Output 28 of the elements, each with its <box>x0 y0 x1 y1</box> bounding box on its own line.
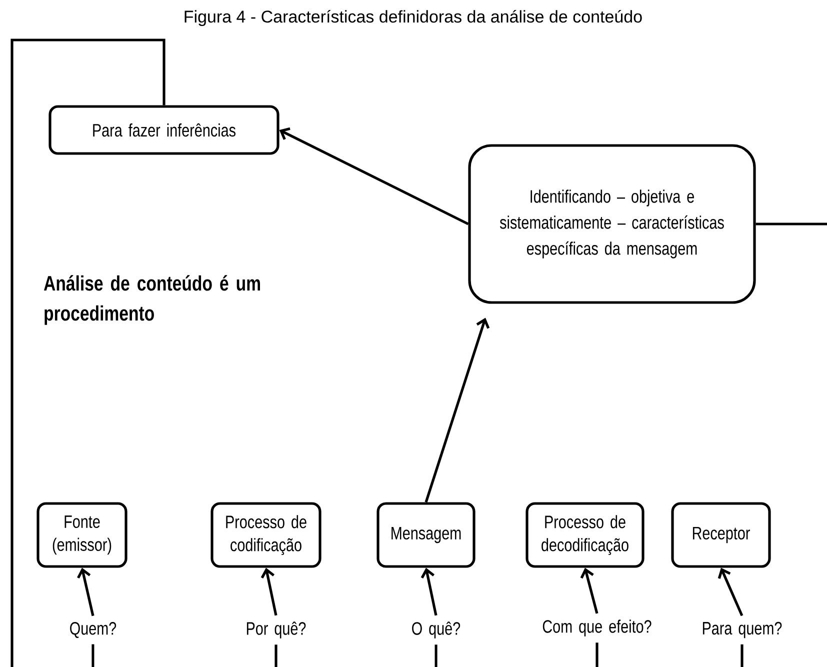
process-box: Mensagem <box>376 502 476 568</box>
question-label: Quem? <box>70 622 116 638</box>
connector-line <box>10 38 166 667</box>
process-box: Identificando – objetiva e sistematicamente – características específicas da mensagem <box>468 144 756 304</box>
section-heading: Análise de conteúdo é um procedimento <box>44 275 260 325</box>
question-label: O quê? <box>412 622 460 638</box>
connector-line <box>92 644 94 667</box>
arrow <box>260 568 278 616</box>
arrow <box>420 568 438 616</box>
connector-line <box>434 644 438 667</box>
process-box: Para fazer inferências <box>48 105 280 155</box>
process-box: Fonte (emissor) <box>36 502 128 568</box>
arrow <box>279 127 469 226</box>
arrow <box>718 568 744 616</box>
question-label: Por quê? <box>246 622 306 638</box>
figure-title: Figura 4 - Características definidoras da análise de conteúdo <box>184 10 642 26</box>
connector-line <box>740 644 744 667</box>
connector-line <box>274 644 278 667</box>
process-box: Receptor <box>671 502 771 568</box>
question-label: Para quem? <box>702 622 782 638</box>
arrow <box>77 568 94 616</box>
process-box: Processo de codificação <box>210 502 322 568</box>
question-label: Com que efeito? <box>542 620 652 636</box>
arrow <box>580 568 598 614</box>
process-box: Processo de decodificação <box>526 502 644 568</box>
connector-line <box>596 642 598 667</box>
arrow <box>424 318 490 503</box>
connector-line <box>756 222 827 226</box>
